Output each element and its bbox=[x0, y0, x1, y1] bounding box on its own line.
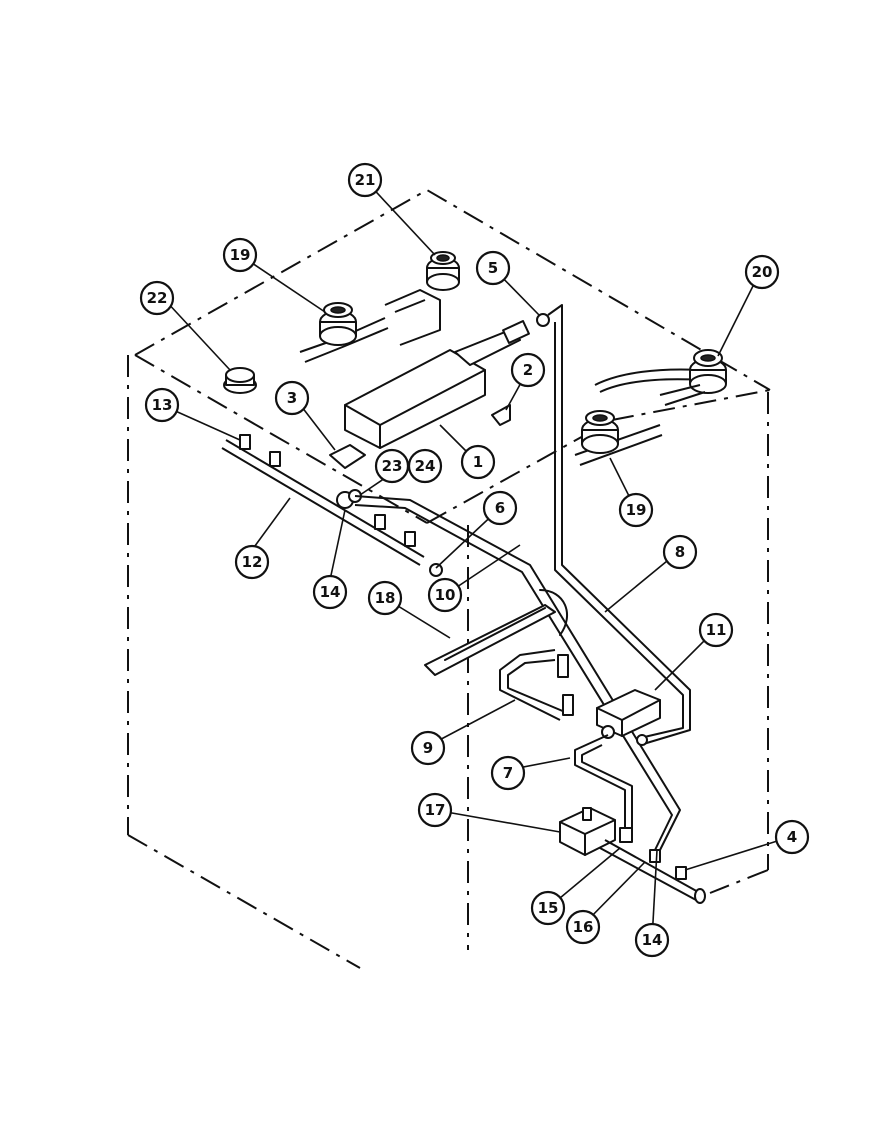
callout-6: 6 bbox=[482, 490, 518, 526]
callout-18: 18 bbox=[367, 580, 403, 616]
thermostat-11 bbox=[596, 689, 661, 746]
svg-text:3: 3 bbox=[287, 389, 297, 407]
callout-17: 17 bbox=[417, 792, 453, 828]
svg-text:1: 1 bbox=[473, 453, 483, 471]
svg-text:5: 5 bbox=[488, 259, 498, 277]
svg-text:10: 10 bbox=[435, 586, 456, 604]
callout-13: 13 bbox=[144, 387, 180, 423]
svg-text:12: 12 bbox=[242, 553, 263, 571]
svg-text:22: 22 bbox=[147, 289, 168, 307]
burner-19-right bbox=[574, 410, 663, 466]
knob-22 bbox=[223, 367, 257, 394]
callout-10: 10 bbox=[427, 577, 463, 613]
callout-5: 5 bbox=[475, 250, 511, 286]
svg-text:11: 11 bbox=[706, 621, 727, 639]
callout-19-right: 19 bbox=[618, 492, 654, 528]
burner-20 bbox=[594, 349, 727, 406]
callout-11: 11 bbox=[698, 612, 734, 648]
svg-text:20: 20 bbox=[752, 263, 773, 281]
callout-21: 21 bbox=[347, 162, 383, 198]
svg-text:16: 16 bbox=[573, 918, 594, 936]
regulator-17 bbox=[559, 807, 616, 856]
svg-text:2: 2 bbox=[523, 361, 533, 379]
svg-text:14: 14 bbox=[642, 931, 663, 949]
tube-8 bbox=[536, 304, 691, 746]
svg-text:24: 24 bbox=[415, 457, 436, 475]
callout-23: 23 bbox=[374, 448, 410, 484]
burner-21 bbox=[384, 251, 460, 346]
svg-text:4: 4 bbox=[787, 828, 797, 846]
callout-9: 9 bbox=[410, 730, 446, 766]
svg-text:13: 13 bbox=[152, 396, 173, 414]
svg-text:17: 17 bbox=[425, 801, 446, 819]
callout-22: 22 bbox=[139, 280, 175, 316]
callout-16: 16 bbox=[565, 909, 601, 945]
main-supply-pipe bbox=[599, 827, 706, 904]
callout-8: 8 bbox=[662, 534, 698, 570]
svg-text:7: 7 bbox=[503, 764, 513, 782]
callout-7: 7 bbox=[490, 755, 526, 791]
callout-15: 15 bbox=[530, 890, 566, 926]
svg-text:19: 19 bbox=[230, 246, 251, 264]
callout-2: 2 bbox=[510, 352, 546, 388]
oven-burner-box-1 bbox=[344, 320, 530, 449]
tube-9 bbox=[499, 649, 574, 721]
callout-14-upper: 14 bbox=[312, 574, 348, 610]
svg-text:8: 8 bbox=[675, 543, 685, 561]
bracket-2 bbox=[491, 404, 511, 426]
callout-3: 3 bbox=[274, 380, 310, 416]
manifold-pipe-12 bbox=[221, 434, 443, 577]
burner-19-left bbox=[299, 302, 389, 363]
cabinet-outline bbox=[127, 188, 771, 969]
callout-24: 24 bbox=[407, 448, 443, 484]
callout-12: 12 bbox=[234, 544, 270, 580]
svg-text:9: 9 bbox=[423, 739, 433, 757]
bracket-3 bbox=[329, 444, 366, 469]
callout-4: 4 bbox=[774, 819, 810, 855]
callout-14-lower: 14 bbox=[634, 922, 670, 958]
svg-text:21: 21 bbox=[355, 171, 376, 189]
svg-text:19: 19 bbox=[626, 501, 647, 519]
svg-text:15: 15 bbox=[538, 899, 559, 917]
callout-19-left: 19 bbox=[222, 237, 258, 273]
tube-7 bbox=[574, 734, 633, 832]
callout-1: 1 bbox=[460, 444, 496, 480]
broil-burner-18 bbox=[424, 589, 569, 676]
callout-20: 20 bbox=[744, 254, 780, 290]
leader-lines bbox=[161, 179, 791, 941]
fitting-14-upper bbox=[336, 489, 681, 851]
svg-text:14: 14 bbox=[320, 583, 341, 601]
svg-text:6: 6 bbox=[495, 499, 505, 517]
svg-text:18: 18 bbox=[375, 589, 396, 607]
svg-text:23: 23 bbox=[382, 457, 403, 475]
